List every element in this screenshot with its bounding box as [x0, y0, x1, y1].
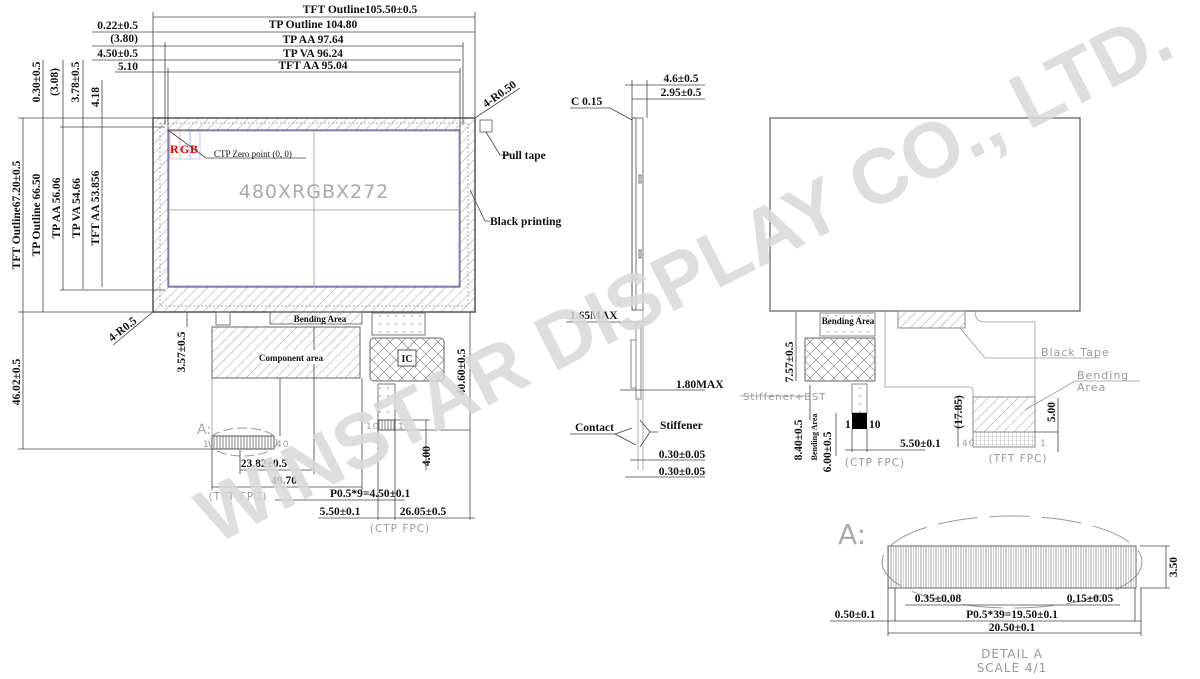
black-printing-label: Black printing	[490, 216, 562, 228]
dim-tp-va-height: TP VA 54.66	[71, 178, 83, 238]
dim-46-02: 46.02±0.5	[11, 358, 23, 405]
back-bending-area-label: Bending Area	[822, 316, 875, 326]
ic-label: IC	[401, 354, 412, 365]
back-bending-area-vertical: Bending Area	[810, 414, 819, 461]
black-tape	[897, 310, 966, 329]
dim-20-50: 20.50±0.1	[989, 622, 1036, 634]
ctp-back-connector	[852, 413, 867, 429]
dim-pitch-detail: P0.5*39=19.50±0.1	[966, 609, 1058, 621]
tft-back-pin-1: 1	[1040, 439, 1047, 449]
tp-outline	[159, 122, 469, 307]
detail-a-mark: A:	[838, 518, 866, 551]
resolution-label: 480XRGBX272	[239, 181, 390, 203]
tft-pin-1: 1	[203, 440, 210, 450]
dim-offset-3-08: (3.08)	[49, 68, 61, 96]
dim-5-00: 5.00	[1046, 402, 1058, 422]
dim-3-50: 3.50	[1168, 557, 1180, 577]
side-view: 4.6±0.5 2.95±0.5 C 0.15 1.65MAX 1.80MAX …	[566, 73, 724, 478]
dim-8-40: 8.40±0.5	[793, 419, 805, 460]
dim-offset-5-10: 5.10	[118, 61, 138, 73]
dim-5-50: 5.50±0.1	[320, 506, 361, 518]
bending-area-label-2: Area	[1077, 381, 1106, 394]
dim-40-60: 40.60±0.5	[456, 348, 468, 395]
chamfer-label: C 0.15	[571, 96, 603, 108]
ctp-pin-10: 10	[366, 422, 379, 432]
bending-area-label-1: Bending	[1077, 369, 1129, 382]
dim-offset-0-22: 0.22±0.5	[97, 20, 138, 32]
dim-0-35: 0.35±0.08	[915, 593, 962, 605]
pull-tape-label: Pull tape	[502, 150, 546, 162]
dim-26-05: 26.05±0.5	[400, 506, 447, 518]
dim-7-57: 7.57±0.5	[784, 341, 796, 382]
ctp-fpc-label: (CTP FPC)	[370, 523, 430, 535]
corner-radius-bottom: 4-R0.5	[106, 315, 139, 344]
dim-1-65-max: 1.65MAX	[570, 310, 618, 322]
dim-6-00: 6.00±0.5	[822, 431, 834, 472]
tft-pin-40: 40	[276, 440, 289, 450]
dim-0-30-b: 0.30±0.05	[659, 466, 706, 478]
dim-49-70: 49.70	[271, 475, 297, 487]
detail-a-title: DETAIL A	[981, 647, 1043, 661]
dim-tft-aa-width: TFT AA 95.04	[278, 60, 347, 72]
stiffener-bst-area	[804, 337, 876, 382]
dim-tp-outline-height: TP Outline 66.50	[31, 173, 43, 256]
dim-tft-aa-height: TFT AA 53.856	[90, 170, 102, 245]
dim-2-95: 2.95±0.5	[661, 87, 702, 99]
ctp-back-pin-10: 10	[869, 419, 881, 431]
dim-offset-4-18: 4.18	[90, 87, 102, 107]
back-ctp-fpc-label: (CTP FPC)	[845, 457, 905, 469]
dim-0-50: 0.50±0.1	[835, 609, 876, 621]
tft-back-connector	[972, 431, 1036, 448]
front-view: R G B CTP Zero point (0, 0) 480XRGBX272 …	[11, 4, 562, 535]
back-tft-fpc-label: (TFT FPC)	[989, 453, 1048, 465]
detail-a-scale: SCALE 4/1	[977, 661, 1048, 675]
back-view: Bending Area 7.57±0.5 Stiffener+BST 8.40…	[740, 117, 1140, 472]
rgb-g: G	[180, 142, 189, 156]
dim-0-15: 0.15±0.05	[1067, 593, 1114, 605]
ctp-back-pin-1: 1	[845, 419, 851, 431]
dim-4-00: 4.00	[421, 446, 433, 466]
tft-fpc-label: (TFT FPC)	[209, 491, 268, 503]
detail-connector	[887, 545, 1137, 589]
bending-area-label: Bending Area	[294, 314, 347, 324]
dim-pitch-ctp: P0.5*9=4.50±0.1	[330, 488, 411, 500]
dim-tp-va-width: TP VA 96.24	[283, 48, 343, 60]
dim-tp-aa-height: TP AA 56.06	[51, 177, 63, 238]
rgb-r: R	[170, 142, 179, 156]
tft-back-pin-40: 40	[962, 439, 975, 449]
component-area-label: Component area	[259, 353, 324, 363]
ctp-fpc-connector	[377, 419, 396, 431]
detail-a: A: 3.50 0.35±0.08 0.15±0.05 0.50±0.1 P0.…	[830, 515, 1180, 675]
stiffener-label: Stiffener	[660, 420, 703, 432]
dim-tp-aa-width: TP AA 97.64	[282, 34, 343, 46]
detail-a-marker: A:	[197, 422, 211, 438]
dim-1-80-max: 1.80MAX	[676, 379, 724, 391]
dim-offset-4-50: 4.50±0.5	[97, 48, 138, 60]
black-tape-label: Black Tape	[1041, 346, 1110, 359]
dim-offset-3-80: (3.80)	[110, 33, 138, 45]
dim-3-57: 3.57±0.5	[176, 331, 188, 372]
dim-0-30-a: 0.30±0.05	[659, 449, 706, 461]
ctp-zero-label: CTP Zero point (0, 0)	[214, 149, 292, 159]
dim-tp-outline-width: TP Outline 104.80	[269, 19, 358, 31]
dim-23-82: 23.82±0.5	[241, 458, 288, 470]
tft-fpc-connector	[211, 435, 275, 450]
dim-tft-outline-width: TFT Outline105.50±0.5	[303, 4, 418, 16]
dim-back-5-50: 5.50±0.1	[900, 438, 941, 450]
dim-4-6: 4.6±0.5	[663, 73, 698, 85]
dim-offset-3-78: 3.78±0.5	[70, 61, 82, 102]
corner-radius-top: 4-R0.50	[481, 79, 519, 111]
ctp-pin-1: 1	[398, 422, 405, 432]
dim-17-85: (17.85)	[953, 395, 965, 429]
dim-offset-0-30: 0.30±0.5	[31, 61, 43, 102]
dim-tft-outline-height: TFT Outline67.20±0.5	[11, 160, 23, 269]
contact-label: Contact	[575, 422, 614, 434]
stiffener-bst-label: Stiffener+BST	[743, 392, 826, 403]
